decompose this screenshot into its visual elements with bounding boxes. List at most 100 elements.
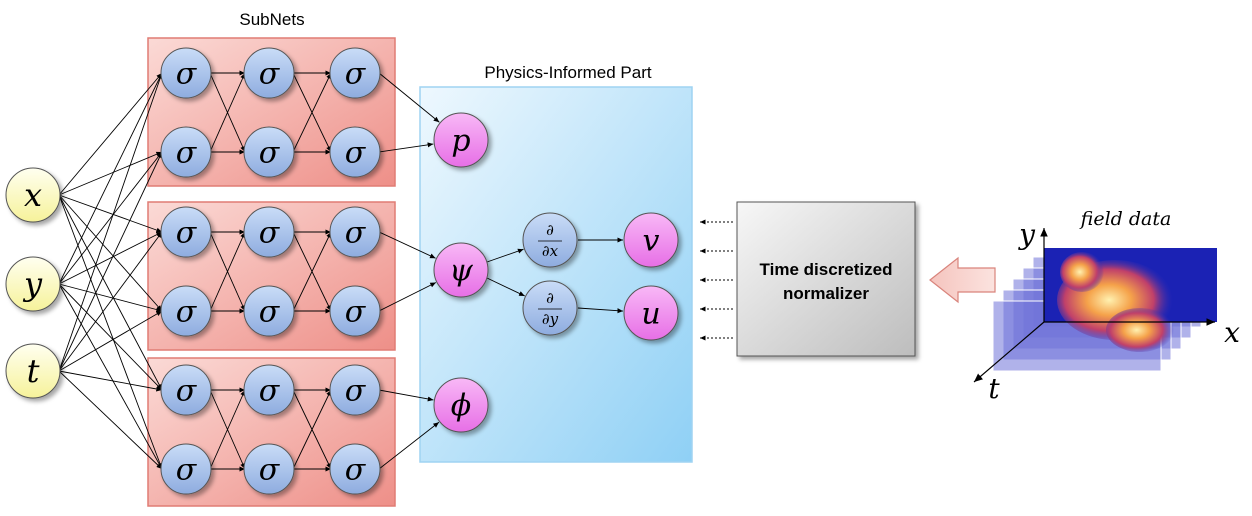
edge-subnet-2-layer-1 xyxy=(292,389,332,470)
sigma-node-s1-r1-c2 xyxy=(243,47,295,99)
sigma-node-s2-r1-c1 xyxy=(160,206,212,258)
sigma-node-s2-r1-c1-label: σ xyxy=(176,216,198,251)
edge-subnet-2-layer-0 xyxy=(209,389,246,470)
sigma-node-s1-r1-c3-label: σ xyxy=(345,57,367,92)
edge-input-1-subnet-2-0 xyxy=(58,283,163,391)
field-axis-label-y: y xyxy=(1017,218,1036,251)
edge-input-0-subnet-0-1 xyxy=(58,151,163,196)
edge-input-1-subnet-0-1 xyxy=(58,151,163,285)
input-node-y-label: y xyxy=(22,265,43,303)
sigma-node-s1-r1-c3 xyxy=(329,47,381,99)
sigma-node-s2-r1-c3 xyxy=(329,206,381,258)
sigma-node-s3-r2-c2 xyxy=(243,443,295,495)
edge-input-0-subnet-0-0 xyxy=(58,72,163,196)
input-node-y xyxy=(5,256,61,312)
sigma-node-s3-r2-c2-label: σ xyxy=(259,453,281,488)
derivative-dx-node xyxy=(522,212,578,268)
sigma-node-s3-r1-c2-label: σ xyxy=(259,374,281,409)
edge-subnet-0-output xyxy=(378,72,440,123)
normalizer-box xyxy=(736,201,916,357)
field-axis-label-x: x xyxy=(1224,316,1240,349)
edge-subnet-1-output xyxy=(378,231,436,259)
sigma-node-s3-r2-c3-label: σ xyxy=(345,453,367,488)
output-node-p xyxy=(433,112,489,168)
sigma-node-s3-r1-c1 xyxy=(160,364,212,416)
edge-input-2-subnet-2-1 xyxy=(58,370,163,470)
edge-input-2-subnet-2-0 xyxy=(58,370,163,392)
physics-part-title: Physics-Informed Part xyxy=(484,63,651,82)
output-node-v-label: v xyxy=(643,224,660,259)
sigma-node-s1-r2-c3-label: σ xyxy=(345,136,367,171)
input-node-x-label: x xyxy=(24,176,42,214)
output-node-p-label: p xyxy=(451,124,470,159)
sigma-node-s1-r1-c1 xyxy=(160,47,212,99)
edge-input-2-subnet-0-0 xyxy=(58,72,163,372)
edge-subnet-1-output xyxy=(378,282,437,312)
output-node-psi-label: ψ xyxy=(449,254,473,289)
sigma-node-s2-r1-c2-label: σ xyxy=(259,216,281,251)
field-to-normalizer-arrow xyxy=(929,256,996,304)
sigma-node-s3-r2-c1-label: σ xyxy=(176,453,198,488)
output-node-v xyxy=(623,212,679,268)
edge-subnet-1-layer-1 xyxy=(292,231,332,312)
output-node-u xyxy=(623,285,679,341)
sigma-node-s1-r1-c2-label: σ xyxy=(259,57,281,92)
output-node-phi-label: ϕ xyxy=(451,389,471,424)
input-node-x xyxy=(5,167,61,223)
edge-subnet-2-output xyxy=(378,421,440,470)
subnets-title: SubNets xyxy=(239,10,304,29)
sigma-node-s3-r2-c3 xyxy=(329,443,381,495)
derivative-dx-node-denominator: ∂x xyxy=(542,242,559,260)
sigma-node-s2-r1-c3-label: σ xyxy=(345,216,367,251)
sigma-node-s2-r2-c3-label: σ xyxy=(345,295,367,330)
sigma-node-s2-r2-c1-label: σ xyxy=(176,295,198,330)
sigma-node-s1-r2-c2-label: σ xyxy=(259,136,281,171)
edge-input-0-subnet-2-0 xyxy=(58,194,163,391)
derivative-dy-node-numerator: ∂ xyxy=(546,289,554,307)
derivative-dy-node xyxy=(522,280,578,336)
sigma-node-s2-r2-c3 xyxy=(329,285,381,337)
sigma-node-s3-r1-c2 xyxy=(243,364,295,416)
sigma-node-s3-r2-c1 xyxy=(160,443,212,495)
edge-dy-u xyxy=(577,307,624,314)
sigma-node-s1-r2-c1-label: σ xyxy=(176,136,198,171)
derivative-dx-node-numerator: ∂ xyxy=(546,221,554,239)
edge-input-2-subnet-1-1 xyxy=(58,310,163,372)
edge-input-0-subnet-1-0 xyxy=(58,194,163,233)
sigma-node-s2-r2-c1 xyxy=(160,285,212,337)
edge-subnet-0-layer-0 xyxy=(209,72,246,153)
sigma-node-s2-r2-c2-label: σ xyxy=(259,295,281,330)
edge-input-0-subnet-1-1 xyxy=(58,194,163,312)
sigma-node-s3-r1-c3-label: σ xyxy=(345,374,367,409)
field-plume-lobe xyxy=(1106,308,1174,352)
edge-input-0-subnet-2-1 xyxy=(58,194,163,470)
sigma-node-s3-r1-c1-label: σ xyxy=(176,374,198,409)
derivative-dy-node-denominator: ∂y xyxy=(542,310,559,328)
normalizer-label-line1: Time discretized xyxy=(760,260,893,279)
edge-subnet-2-output xyxy=(378,389,434,402)
sigma-node-s3-r1-c3 xyxy=(329,364,381,416)
field-axis-label-t: t xyxy=(988,372,1000,405)
sigma-node-s2-r1-c2 xyxy=(243,206,295,258)
input-node-t-label: t xyxy=(27,352,40,390)
edge-input-2-subnet-0-1 xyxy=(58,151,163,372)
edge-psi-dx xyxy=(486,248,524,263)
edge-input-1-subnet-2-1 xyxy=(58,283,163,470)
edge-input-1-subnet-0-0 xyxy=(58,72,163,285)
sigma-node-s1-r2-c3 xyxy=(329,126,381,178)
field-t-axis xyxy=(973,321,1045,383)
edge-input-2-subnet-1-0 xyxy=(58,231,163,372)
edge-input-1-subnet-1-0 xyxy=(58,231,163,285)
sigma-node-s1-r2-c1 xyxy=(160,126,212,178)
edge-subnet-0-layer-1 xyxy=(292,72,332,153)
output-node-psi xyxy=(433,242,489,298)
sigma-node-s2-r2-c2 xyxy=(243,285,295,337)
edge-subnet-1-layer-0 xyxy=(209,231,246,312)
sigma-node-s1-r2-c2 xyxy=(243,126,295,178)
output-node-u-label: u xyxy=(641,297,660,332)
sigma-node-s1-r1-c1-label: σ xyxy=(176,57,198,92)
edge-input-1-subnet-1-1 xyxy=(58,283,163,312)
output-node-phi xyxy=(433,377,489,433)
field-data-label: field data xyxy=(1079,208,1172,230)
